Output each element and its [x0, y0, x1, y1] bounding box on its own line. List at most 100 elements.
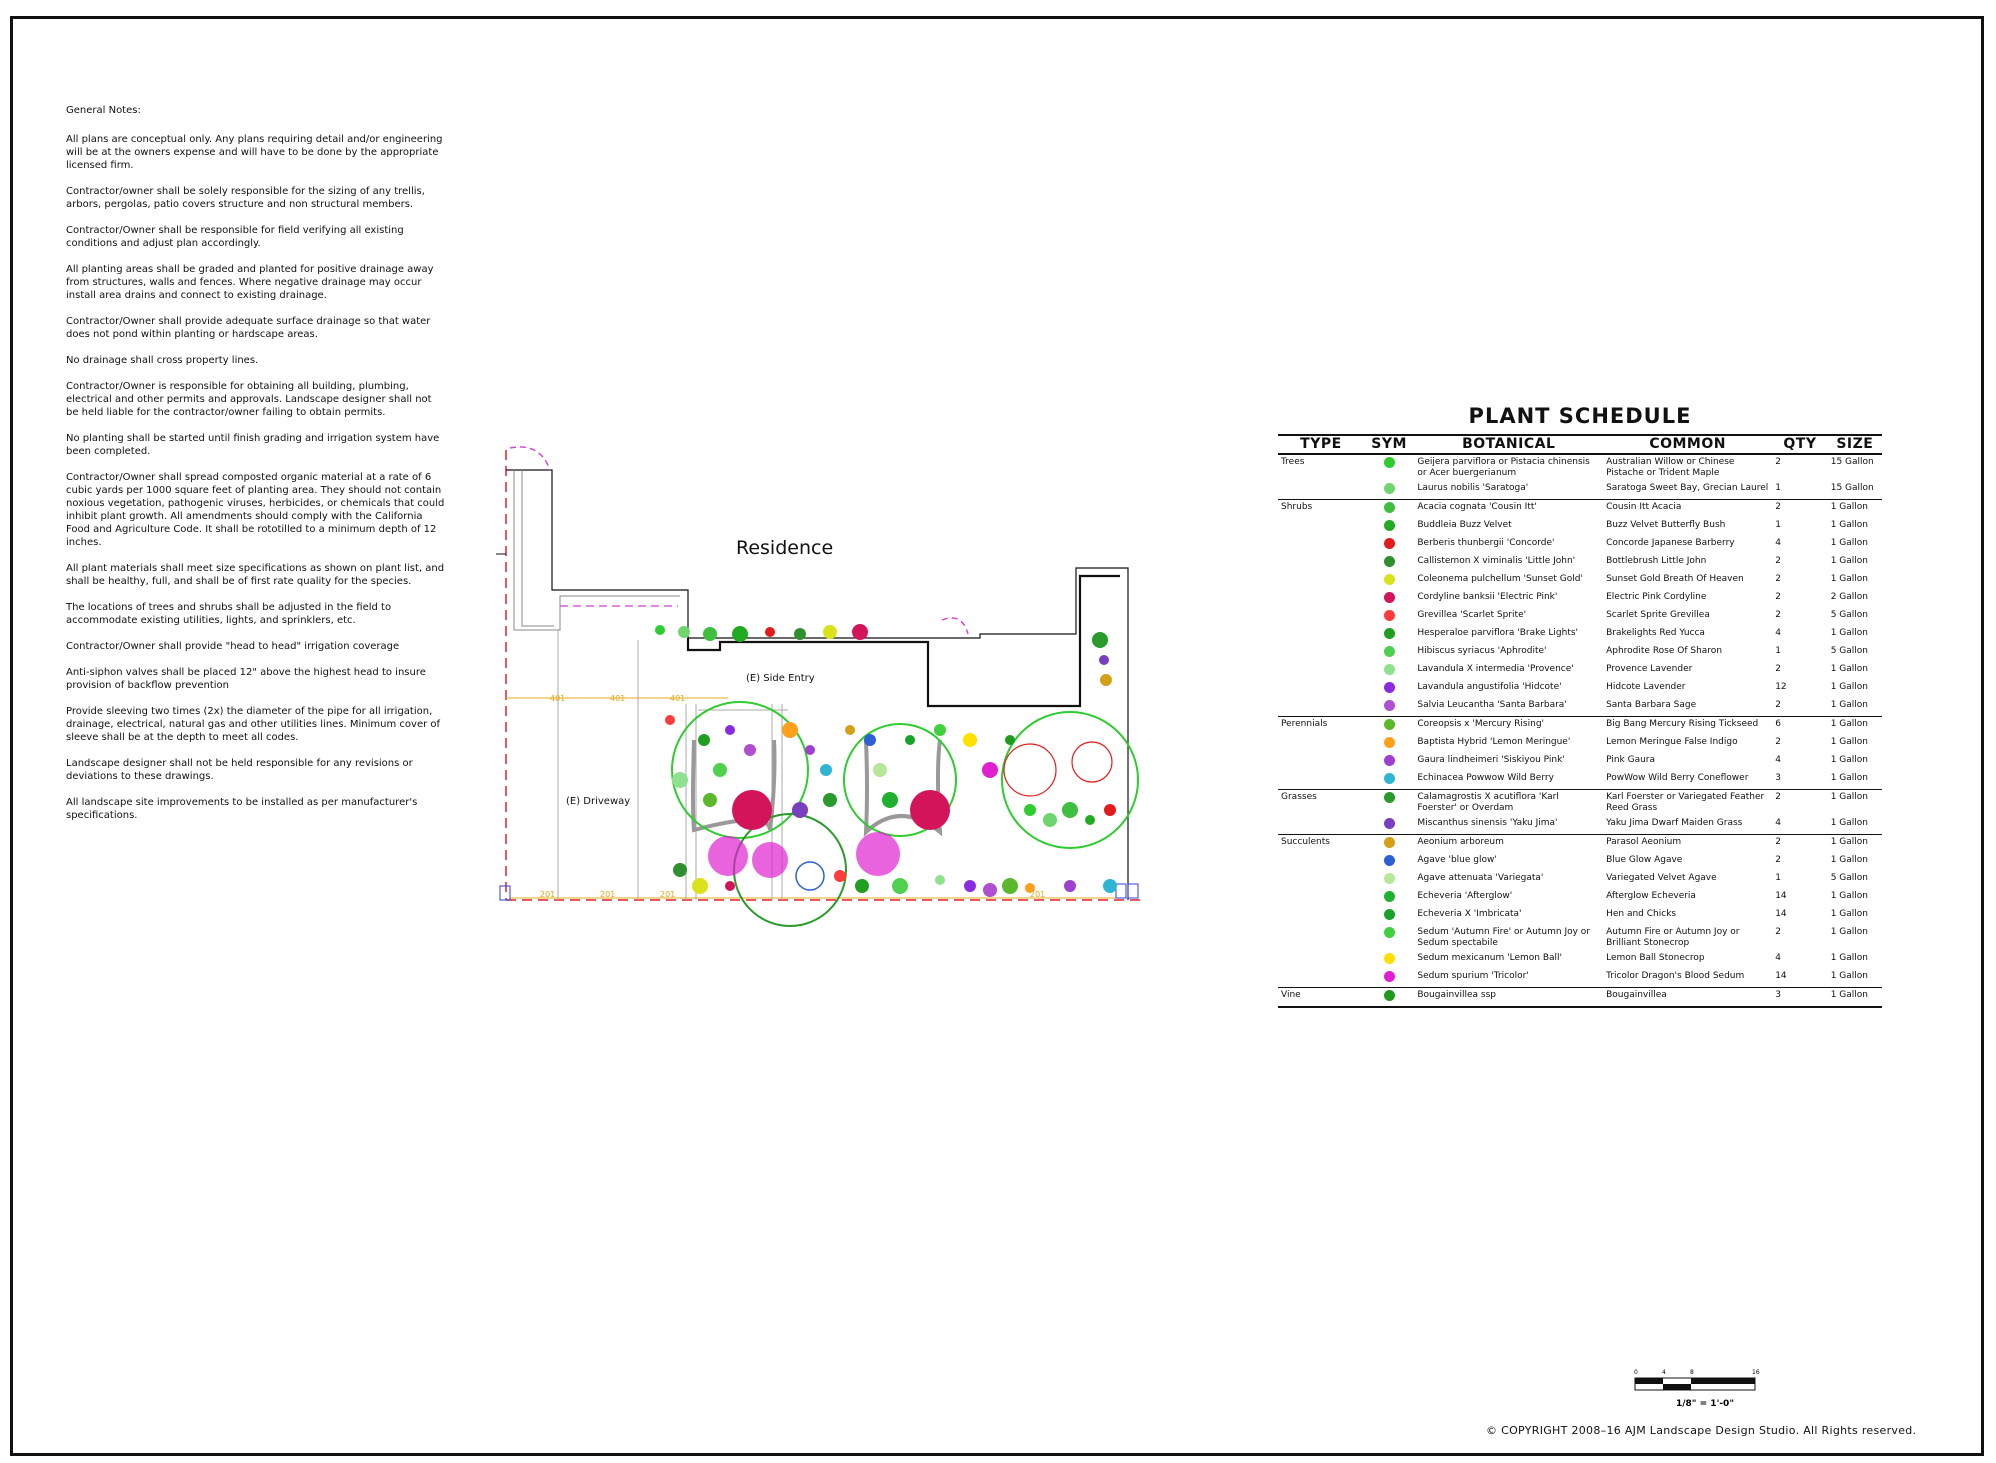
general-note: The locations of trees and shrubs shall … — [66, 602, 392, 626]
house-wall-inner — [521, 470, 554, 627]
cell-symbol — [1364, 816, 1415, 835]
tree-canopy — [671, 701, 809, 839]
plant-symbol — [1104, 804, 1116, 816]
cell-symbol — [1364, 753, 1415, 771]
cell-botanical: Hesperaloe parviflora 'Brake Lights' — [1417, 628, 1579, 638]
cell-common: Aphrodite Rose Of Sharon — [1606, 646, 1723, 656]
plant-symbol — [905, 735, 915, 745]
plant-symbol-icon — [1383, 574, 1395, 585]
general-note: Contractor/Owner is responsible for obta… — [66, 381, 432, 418]
cell-size: 1 Gallon — [1830, 891, 1869, 901]
cell-qty: 2 — [1775, 457, 1781, 467]
plant-symbol — [732, 626, 748, 642]
cell-symbol — [1364, 871, 1415, 889]
cell-common: Bougainvillea — [1603, 987, 1773, 1008]
cell-qty: 14 — [1775, 909, 1787, 919]
cell-qty: 4 — [1775, 953, 1781, 963]
plant-symbol — [703, 793, 717, 807]
general-note: All plans are conceptual only. Any plans… — [66, 134, 443, 171]
cell-symbol — [1364, 572, 1415, 590]
walkway-edge — [685, 704, 783, 900]
plant-symbol-icon — [1383, 592, 1395, 603]
general-note: No drainage shall cross property lines. — [66, 355, 259, 366]
cell-size: 1 Gallon — [1830, 737, 1869, 747]
plant-symbol — [1103, 879, 1117, 893]
general-note: Provide sleeving two times (2x) the diam… — [66, 706, 441, 743]
cell-common: Parasol Aeonium — [1603, 834, 1773, 853]
cell-size: 1 Gallon — [1830, 953, 1869, 963]
cell-size: 2 Gallon — [1830, 592, 1869, 602]
cell-qty: 2 — [1775, 700, 1781, 710]
scale-frame — [1634, 1377, 1756, 1391]
plant-symbol — [1099, 655, 1109, 665]
cell-qty: 12 — [1775, 682, 1787, 692]
table-row: Hesperaloe parviflora 'Brake Lights'Brak… — [1278, 626, 1882, 644]
cell-symbol — [1364, 680, 1415, 698]
table-row: Miscanthus sinensis 'Yaku Jima'Yaku Jima… — [1278, 816, 1882, 835]
cell-symbol — [1363, 716, 1415, 735]
cell-botanical: Sedum mexicanum 'Lemon Ball' — [1417, 953, 1563, 963]
table-row: Callistemon X viminalis 'Little John'Bot… — [1278, 554, 1882, 572]
table-row: Gaura lindheimeri 'Siskiyou Pink'Pink Ga… — [1278, 753, 1882, 771]
column-header-type: TYPE — [1278, 434, 1364, 455]
plant-symbol — [655, 625, 665, 635]
plant-symbol — [678, 626, 690, 638]
cell-type — [1278, 735, 1364, 753]
cell-botanical: Lavandula angustifolia 'Hidcote' — [1417, 682, 1562, 692]
plant-symbol — [983, 883, 997, 897]
line-tag: 201 — [600, 890, 615, 899]
cell-qty: 2 — [1775, 556, 1781, 566]
cell-botanical: Calamagrostis X acutiflora 'Karl Foerste… — [1414, 789, 1604, 816]
cell-qty: 2 — [1775, 855, 1781, 865]
cell-qty: 4 — [1775, 628, 1781, 638]
cell-size: 1 Gallon — [1827, 987, 1882, 1008]
copyright-notice: © COPYRIGHT 2008–16 AJM Landscape Design… — [1486, 1424, 1917, 1437]
plant-symbol-icon — [1383, 773, 1395, 784]
general-note: All planting areas shall be graded and p… — [66, 264, 434, 301]
general-note: Contractor/owner shall be solely respons… — [66, 186, 425, 210]
cell-symbol — [1364, 536, 1415, 554]
plant-symbol — [852, 624, 868, 640]
table-row: Sedum mexicanum 'Lemon Ball'Lemon Ball S… — [1278, 951, 1882, 969]
cell-type — [1278, 698, 1364, 717]
cell-botanical: Salvia Leucantha 'Santa Barbara' — [1417, 700, 1567, 710]
plant-symbol — [873, 763, 887, 777]
cell-symbol — [1364, 735, 1415, 753]
general-note: All landscape site improvements to be in… — [66, 797, 418, 821]
line-tag: 201 — [540, 890, 555, 899]
cell-qty: 4 — [1775, 755, 1781, 765]
table-row: Salvia Leucantha 'Santa Barbara'Santa Ba… — [1278, 698, 1882, 717]
cell-size: 1 Gallon — [1830, 773, 1869, 783]
cell-type — [1278, 626, 1364, 644]
cell-common: Tricolor Dragon's Blood Sedum — [1606, 971, 1745, 981]
line-tag: 201 — [1030, 890, 1045, 899]
plant-symbol-icon — [1383, 737, 1395, 748]
cell-size: 5 Gallon — [1830, 873, 1869, 883]
plant-symbol-icon — [1383, 971, 1395, 982]
plant-symbol-icon — [1383, 990, 1395, 1001]
line-tag: 401 — [610, 694, 625, 703]
cell-size: 1 Gallon — [1830, 971, 1869, 981]
scale-tick: 4 — [1662, 1369, 1666, 1376]
cell-symbol — [1364, 853, 1415, 871]
cell-common: Hen and Chicks — [1606, 909, 1677, 919]
cell-size: 1 Gallon — [1830, 855, 1869, 865]
cell-symbol — [1364, 969, 1415, 988]
scale-segment — [1663, 1384, 1691, 1390]
cell-qty: 2 — [1772, 834, 1828, 853]
shrub-symbol — [1003, 743, 1057, 797]
cell-botanical: Berberis thunbergii 'Concorde' — [1417, 538, 1555, 548]
cordyline-symbol — [732, 790, 772, 830]
cell-botanical: Sedum spurium 'Tricolor' — [1417, 971, 1529, 981]
table-row: Lavandula angustifolia 'Hidcote'Hidcote … — [1278, 680, 1882, 698]
cell-size: 1 Gallon — [1827, 716, 1882, 735]
table-row: Echeveria 'Afterglow'Afterglow Echeveria… — [1278, 889, 1882, 907]
plant-symbol — [1025, 883, 1035, 893]
plant-symbol — [1062, 802, 1078, 818]
plant-symbol — [698, 734, 710, 746]
column-header-qty: QTY — [1772, 434, 1828, 455]
